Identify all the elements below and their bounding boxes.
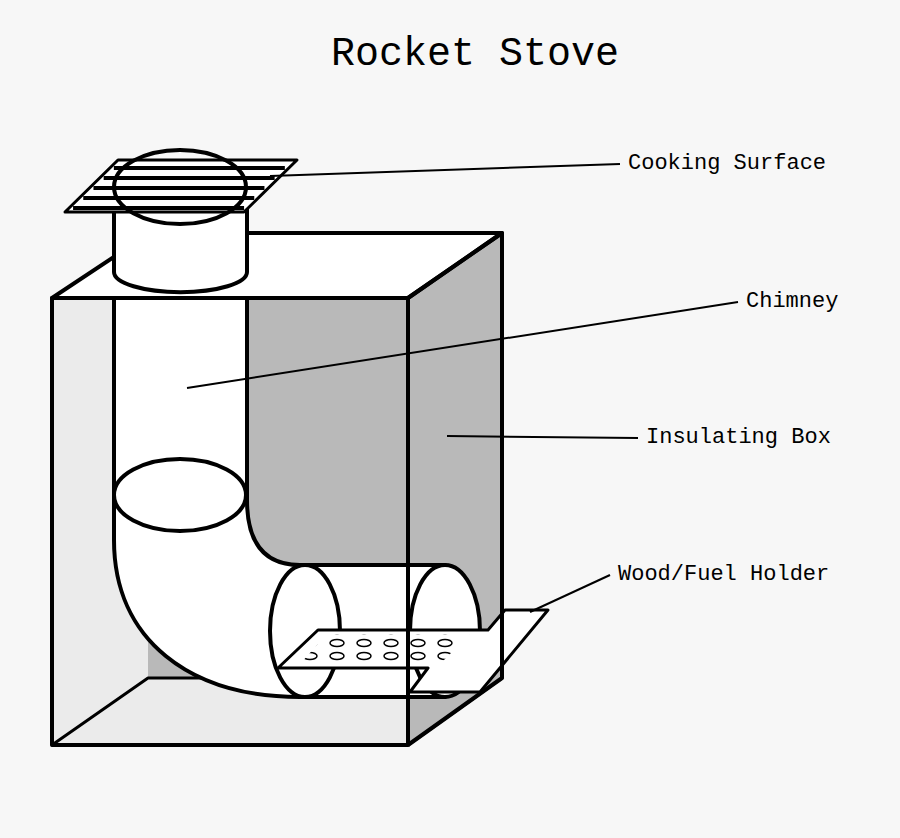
part-label: Insulating Box bbox=[646, 426, 831, 450]
part-label: Chimney bbox=[746, 290, 838, 314]
part-label: Wood/Fuel Holder bbox=[618, 563, 829, 587]
grill-bar bbox=[114, 166, 285, 170]
grill-bar bbox=[93, 186, 264, 190]
cooking-grill bbox=[65, 160, 297, 212]
leader-line bbox=[447, 436, 638, 438]
leader-line bbox=[270, 164, 620, 176]
pipe-opening bbox=[114, 459, 246, 531]
leader-line bbox=[187, 302, 738, 388]
chimney-top bbox=[114, 150, 246, 224]
box-front-edge bbox=[52, 298, 408, 745]
leader-line bbox=[530, 575, 610, 612]
grill-bar bbox=[73, 206, 244, 210]
grill-bar bbox=[104, 176, 275, 180]
diagram-title: Rocket Stove bbox=[331, 33, 619, 77]
part-label: Cooking Surface bbox=[628, 152, 826, 176]
fuel-holder-holes bbox=[300, 634, 470, 664]
fuel-holder bbox=[278, 610, 548, 692]
box-side-edge bbox=[408, 233, 502, 745]
grill-bar bbox=[83, 196, 254, 200]
